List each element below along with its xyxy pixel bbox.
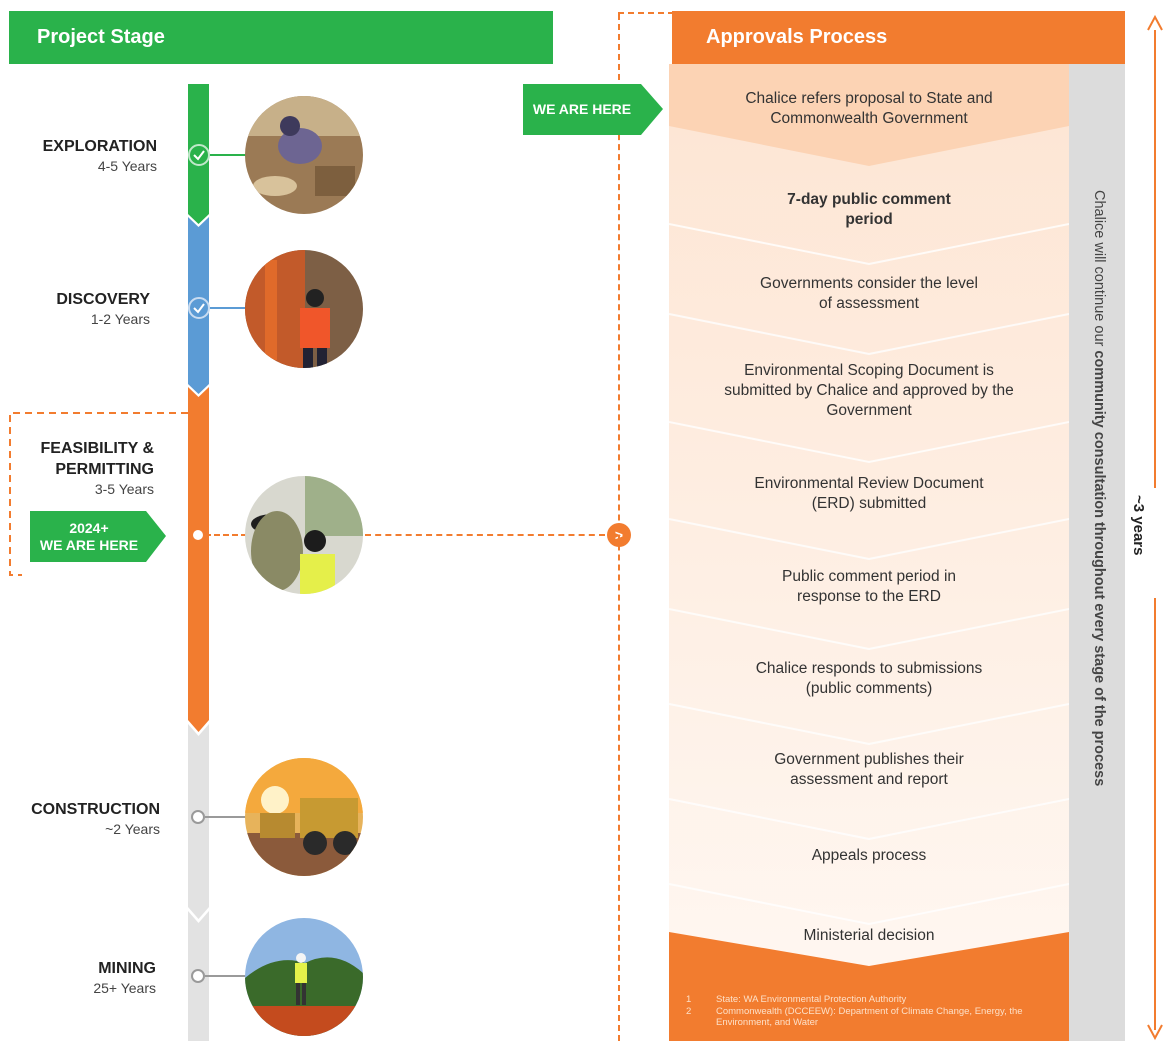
consultation-note-text: Chalice will continue our bbox=[1091, 190, 1107, 351]
approval-step-6: Public comment period in response to the… bbox=[781, 568, 957, 605]
project-stage-title: Project Stage bbox=[37, 26, 165, 48]
feasibility-photo bbox=[245, 476, 363, 594]
stage-exploration: EXPLORATION 4-5 Years bbox=[43, 136, 157, 175]
check-icon bbox=[188, 297, 210, 319]
approvals-bracket-top bbox=[618, 12, 674, 14]
stage-duration: 4-5 Years bbox=[97, 158, 157, 174]
connector-feasibility bbox=[205, 534, 247, 536]
exploration-photo bbox=[245, 96, 363, 214]
discovery-photo bbox=[245, 250, 363, 368]
approval-step-2: 7-day public comment period bbox=[787, 191, 951, 228]
approvals-process-header: Approvals Process bbox=[672, 11, 1125, 64]
current-stage-dot bbox=[193, 530, 203, 540]
left-we-are-here-badge: 2024+ WE ARE HERE bbox=[30, 511, 148, 562]
duration-label: ~3 years bbox=[1130, 495, 1147, 556]
stage-name: DISCOVERY bbox=[56, 291, 150, 308]
approvals-bracket-line bbox=[618, 14, 620, 1041]
feasibility-highlight-frame bbox=[9, 412, 188, 576]
stage-name: FEASIBILITY & bbox=[40, 440, 155, 457]
approval-step-7: Chalice responds to submissions (public … bbox=[755, 660, 983, 697]
stage-name: MINING bbox=[98, 960, 156, 977]
approval-step-1: Chalice refers proposal to State and Com… bbox=[745, 90, 993, 127]
stage-feasibility-permitting: FEASIBILITY & PERMITTING 3-5 Years bbox=[41, 438, 155, 498]
footnote-number: 2 bbox=[686, 1006, 692, 1017]
footnote-number: 1 bbox=[686, 994, 692, 1005]
stage-name-line2: PERMITTING bbox=[55, 461, 154, 478]
project-stage-header: Project Stage bbox=[9, 11, 553, 64]
approval-step-4: Environmental Scoping Document is submit… bbox=[724, 362, 1014, 419]
badge-year: 2024+ bbox=[69, 519, 109, 536]
arrow-down-icon bbox=[1147, 1024, 1163, 1041]
stage-discovery: DISCOVERY 1-2 Years bbox=[56, 289, 150, 328]
stage-name: CONSTRUCTION bbox=[31, 801, 160, 818]
footnote-text: State: WA Environmental Protection Autho… bbox=[716, 994, 907, 1005]
left-we-are-here-badge-shape bbox=[30, 511, 166, 562]
footnote-1: 1 State: WA Environmental Protection Auth… bbox=[686, 994, 1066, 1005]
footnote-2: 2 Commonwealth (DCCEEW): Department of Cl… bbox=[686, 1006, 1056, 1028]
stage-duration: 25+ Years bbox=[93, 980, 156, 996]
approval-step-5: Environmental Review Document (ERD) subm… bbox=[754, 475, 984, 512]
stage-duration: ~2 Years bbox=[105, 821, 160, 837]
stage-construction: CONSTRUCTION ~2 Years bbox=[31, 799, 160, 838]
consultation-strip bbox=[1069, 64, 1125, 1041]
arrow-up-icon bbox=[1147, 14, 1163, 31]
connector-discovery bbox=[199, 307, 249, 309]
connector-exploration bbox=[199, 154, 249, 156]
consultation-note: Chalice will continue our community cons… bbox=[1091, 190, 1107, 786]
upcoming-stage-node bbox=[191, 810, 205, 824]
connector-construction bbox=[205, 816, 249, 818]
upcoming-stage-node bbox=[191, 969, 205, 983]
stage-duration: 1-2 Years bbox=[90, 311, 150, 327]
approvals-process-title: Approvals Process bbox=[706, 26, 888, 48]
stage-mining: MINING 25+ Years bbox=[93, 958, 156, 997]
stage-duration: 3-5 Years bbox=[94, 481, 154, 497]
check-icon bbox=[188, 144, 210, 166]
approval-step-8: Government publishes their assessment an… bbox=[774, 751, 964, 788]
badge-label: WE ARE HERE bbox=[39, 536, 139, 553]
approval-step-3: Governments consider the level of assess… bbox=[760, 275, 978, 312]
timeline-segment-feasibility bbox=[188, 387, 209, 732]
duration-label-bg bbox=[1144, 488, 1163, 598]
mining-photo bbox=[245, 918, 363, 1036]
connector-mining bbox=[205, 975, 249, 977]
footnote-text: Commonwealth (DCCEEW): Department of Cli… bbox=[716, 1006, 1023, 1028]
approval-step-9: Appeals process bbox=[811, 847, 927, 864]
construction-photo bbox=[245, 758, 363, 876]
consultation-note-bold: community consultation throughout every … bbox=[1091, 350, 1107, 787]
feasibility-to-approvals-link bbox=[365, 534, 605, 536]
approval-step-10: Ministerial decision bbox=[803, 927, 935, 944]
right-we-are-here-badge: WE ARE HERE bbox=[523, 84, 641, 135]
right-we-are-here-badge-shape bbox=[523, 84, 663, 135]
stage-name: EXPLORATION bbox=[42, 138, 157, 155]
approvals-chevron-column bbox=[669, 64, 1069, 1041]
badge-label: WE ARE HERE bbox=[532, 101, 632, 117]
